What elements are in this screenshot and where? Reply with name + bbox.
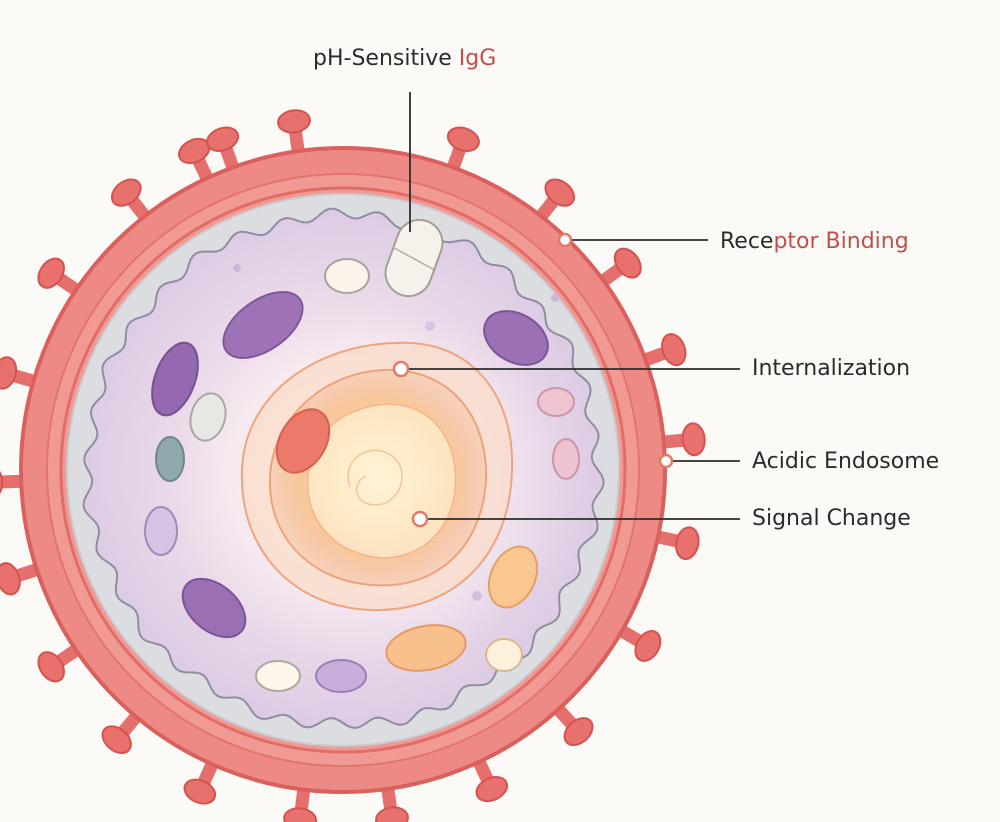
receptor-spike-head [37, 257, 65, 289]
organelle-lilac-bottom [315, 659, 367, 693]
organelle-purple-large [222, 291, 304, 359]
marker-signal-change [411, 510, 429, 528]
organelle-purple-bottom [181, 577, 247, 639]
organelle-dot-1 [233, 264, 241, 272]
organelle-lilac-left [144, 506, 178, 556]
receptor-spike-head [0, 465, 4, 500]
label-ph-sensitive-igg-prefix: pH-Sensitive [313, 46, 459, 71]
organelle-dot-3 [472, 591, 482, 601]
organelle-vesicle-bottom [255, 660, 301, 692]
label-receptor-binding: Receptor Binding [720, 231, 909, 253]
endosome-red-vesicle [275, 408, 331, 474]
receptor-spike-head [0, 356, 18, 390]
receptor-spike-head [563, 717, 594, 747]
ph-sensitive-igg-probe [384, 218, 444, 298]
organelle-purple-right [483, 310, 549, 366]
receptor-spike-head [206, 126, 240, 152]
label-ph-sensitive-igg-highlight: IgG [458, 46, 497, 71]
receptor-spike-head [101, 725, 132, 754]
organelle-vesicle-bottom-right [485, 638, 523, 672]
marker-acidic-endosome [658, 453, 674, 469]
label-internalization: Internalization [752, 356, 911, 381]
receptor-spike-head [681, 422, 706, 457]
receptor-spike-head [277, 109, 311, 134]
endosome-swirl-1 [347, 449, 403, 506]
receptor-spike-head [661, 333, 687, 367]
organelle-orange-bottom [385, 624, 467, 672]
label-receptor-binding-prefix: Rece [720, 229, 774, 254]
receptor-spike-head [283, 807, 318, 822]
receptor-spike-head [613, 247, 642, 279]
label-signal-change: Signal Change [752, 506, 911, 531]
acidic-endosome [240, 341, 514, 612]
receptor-spike-head [110, 178, 142, 207]
receptor-spike-head [183, 778, 217, 805]
organelle-dot-2 [551, 294, 559, 302]
cell-membrane-line [59, 186, 627, 754]
receptor-spike-head [0, 562, 21, 596]
receptor-spikes [0, 109, 706, 822]
organelle-teal [155, 436, 185, 482]
receptor-spike-head [475, 775, 508, 803]
receptor-spike-head [675, 526, 700, 561]
receptor-spike-head [37, 651, 65, 683]
organelle-dot-4 [425, 321, 435, 331]
receptor-spike-head [446, 126, 480, 152]
organelle-purple-left [151, 341, 199, 417]
marker-internalization [392, 360, 410, 378]
organelle-vesicle-top [324, 258, 370, 294]
receptor-spike-head [375, 806, 409, 822]
organelles [144, 258, 580, 693]
label-ph-sensitive-igg: pH-Sensitive IgG [313, 48, 496, 70]
organelle-pink-right-1 [537, 387, 575, 417]
receptor-spike-head [634, 630, 662, 662]
organelle-grey-left [189, 392, 227, 442]
label-acidic-endosome: Acidic Endosome [752, 449, 940, 474]
leader-lines [401, 92, 740, 520]
organelle-pink-right-2 [552, 438, 580, 480]
receptor-spike-head [544, 178, 576, 207]
organelle-orange-right [487, 545, 539, 609]
marker-receptor-binding [557, 232, 573, 248]
leader-markers [392, 232, 674, 528]
label-receptor-binding-highlight: ptor Binding [773, 229, 909, 254]
